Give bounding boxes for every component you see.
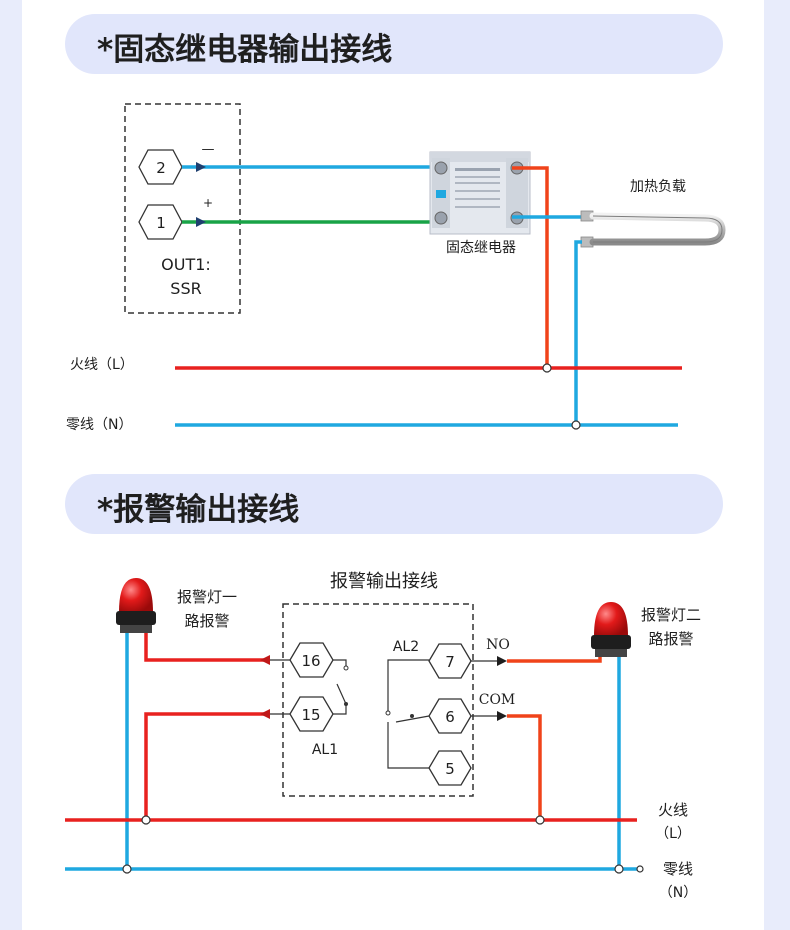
alarm-neutral-label-line1: 零线 <box>663 860 693 878</box>
minus-sign: — <box>202 142 215 157</box>
terminal-2: 2 <box>138 149 183 185</box>
al2-contact-blade <box>395 715 430 723</box>
alarm-box-title: 报警输出接线 <box>330 571 438 592</box>
heating-load-label: 加热负载 <box>630 179 686 195</box>
relay-live-output-wire <box>512 166 549 368</box>
alarm-lamp-1-image <box>116 578 156 633</box>
al2-pivot <box>410 714 414 718</box>
al1-contact-blade <box>333 683 347 715</box>
no-label: NO <box>486 637 510 653</box>
terminal-16: 16 <box>289 642 334 678</box>
ssr-section-header: *固态继电器输出接线 <box>65 14 723 74</box>
al1-label: AL1 <box>312 742 338 758</box>
terminal-7: 7 <box>428 643 472 679</box>
live-junction-right <box>535 815 545 825</box>
lamp-2-label-line2: 路报警 <box>648 630 693 648</box>
al1-contact-point <box>343 665 349 671</box>
neutral-wire-label: 零线（N） <box>66 417 132 433</box>
alarm-section-header: *报警输出接线 <box>65 474 723 534</box>
terminal-6: 6 <box>428 698 472 734</box>
alarm-wiring-diagram: 报警输出接线 报警灯一 路报警 报警灯二 路报警 16 15 AL1 AL2 <box>65 571 701 901</box>
live-junction-left <box>141 815 151 825</box>
live-wire-label: 火线（L） <box>70 357 134 373</box>
al2-label: AL2 <box>393 639 419 655</box>
lamp-2-signal-wire <box>507 657 602 663</box>
lamp-2-label-line1: 报警灯二 <box>641 606 701 624</box>
ssr-section-title: *固态继电器输出接线 <box>97 32 393 68</box>
neutral-bus-end <box>636 865 644 873</box>
ssr-type-label: SSR <box>170 279 201 298</box>
al2-nc-lead <box>387 722 429 769</box>
terminal-15: 15 <box>289 696 334 732</box>
negative-arrow <box>196 162 206 172</box>
com-live-wire <box>507 714 542 820</box>
controller-terminal-box <box>124 103 241 314</box>
heating-load-image <box>580 210 726 248</box>
lamp-1-signal-wire <box>144 633 268 662</box>
terminal-1: 1 <box>138 204 183 240</box>
alarm-lamp-2-image <box>591 602 631 657</box>
terminal-5-label: 5 <box>445 760 455 778</box>
out1-label: OUT1: <box>161 255 211 274</box>
lamp-1-label-line2: 路报警 <box>184 612 229 630</box>
terminal-6-label: 6 <box>445 708 455 726</box>
terminal-7-arrow <box>497 656 507 666</box>
terminal-6-arrow <box>497 711 507 721</box>
alarm-live-label-line1: 火线 <box>658 801 688 819</box>
al2-no-lead <box>387 659 429 711</box>
al1-pivot <box>344 702 348 706</box>
lamp-1-label-line1: 报警灯一 <box>177 588 237 606</box>
solid-state-relay-image <box>429 151 531 235</box>
terminal-7-label: 7 <box>445 653 455 671</box>
alarm-section-title: *报警输出接线 <box>97 492 300 528</box>
alarm-terminal-box <box>282 603 474 797</box>
com-label: COM <box>479 692 516 708</box>
alarm-neutral-label-line2: （N） <box>659 885 697 901</box>
live-junction-dot <box>542 363 552 373</box>
terminal-5: 5 <box>428 750 472 786</box>
al1-contact-top <box>333 659 347 667</box>
positive-arrow <box>196 217 206 227</box>
terminal-15-arrow <box>260 709 270 719</box>
terminal-16-arrow <box>260 655 270 665</box>
terminal-15-label: 15 <box>301 706 320 724</box>
terminal-16-label: 16 <box>301 652 320 670</box>
relay-label: 固态继电器 <box>446 240 516 256</box>
alarm-live-label-line2: （L） <box>655 826 691 842</box>
ssr-wiring-diagram: 2 1 — + OUT1: SSR 固态继电器 <box>66 103 726 433</box>
neutral-junction-dot <box>571 420 581 430</box>
lamp-1-live-wire <box>144 712 268 820</box>
load-neutral-wire <box>574 240 582 425</box>
neutral-junction-right <box>614 864 624 874</box>
terminal-1-label: 1 <box>156 214 166 232</box>
terminal-2-label: 2 <box>156 159 166 177</box>
neutral-junction-left <box>122 864 132 874</box>
plus-sign: + <box>203 196 213 210</box>
al2-no-point <box>385 710 391 716</box>
